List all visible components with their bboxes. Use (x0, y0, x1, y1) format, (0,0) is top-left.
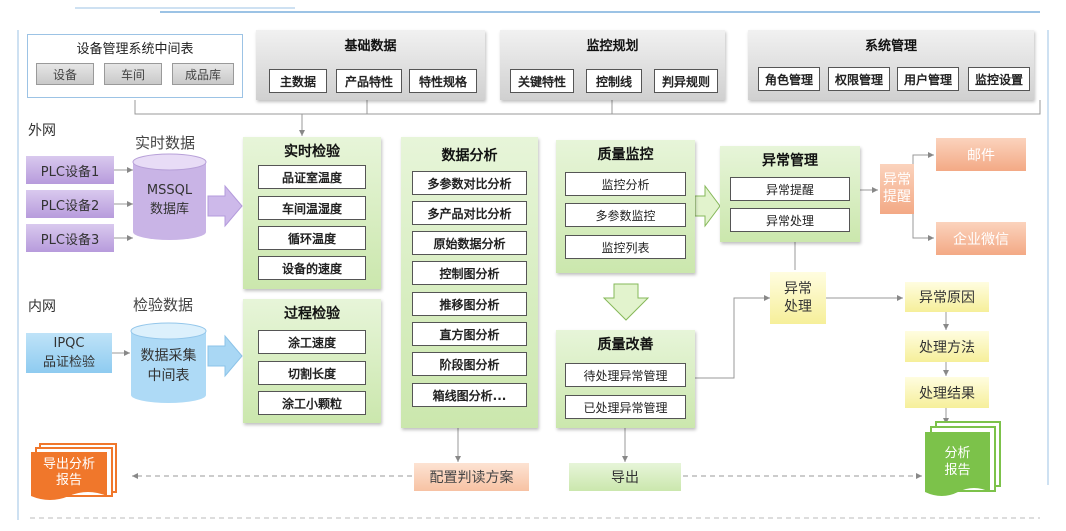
step-cause[interactable]: 异常原因 (905, 282, 989, 312)
process-item-coating-speed[interactable]: 涂工速度 (258, 330, 366, 354)
monitor-plan-panel: 监控规划 关键特性 控制线 判异规则 (500, 30, 725, 100)
monitor-item-list[interactable]: 监控列表 (565, 235, 686, 259)
analysis-item-histogram[interactable]: 直方图分析 (412, 322, 527, 346)
collect-cylinder-shape (130, 322, 207, 403)
collect-db-line2: 中间表 (147, 368, 190, 384)
basic-data-item-master[interactable]: 主数据 (269, 69, 327, 93)
collect-db-line1: 数据采集 (140, 348, 197, 364)
anomaly-item-handle[interactable]: 异常处理 (730, 208, 850, 232)
quality-improve-title: 质量改善 (597, 337, 654, 353)
analysis-item-control-chart[interactable]: 控制图分析 (412, 261, 527, 285)
ipqc-line1: IPQC (53, 336, 85, 351)
anomaly-handle-line1: 异常 (784, 281, 812, 297)
system-mgmt-item-users[interactable]: 用户管理 (897, 67, 959, 91)
realtime-inspection-panel: 实时检验 品证室温度 车间温湿度 循环温度 设备的速度 (243, 137, 381, 289)
process-item-particles[interactable]: 涂工小颗粒 (258, 391, 366, 415)
step-result[interactable]: 处理结果 (905, 377, 989, 408)
system-mgmt-item-permissions[interactable]: 权限管理 (828, 67, 890, 91)
monitor-item-analysis[interactable]: 监控分析 (565, 172, 686, 196)
realtime-item-workshop-humidity[interactable]: 车间温湿度 (258, 196, 366, 220)
middle-table-panel: 设备管理系统中间表 设备 车间 成品库 (27, 34, 243, 98)
analysis-item-multi-param[interactable]: 多参数对比分析 (412, 171, 527, 195)
improve-item-handled[interactable]: 已处理异常管理 (565, 395, 686, 419)
mssql-cylinder-shape (132, 153, 207, 240)
monitor-plan-item-rules[interactable]: 判异规则 (654, 69, 718, 93)
realtime-item-cycle-temp[interactable]: 循环温度 (258, 226, 366, 250)
alert-line1: 异常 (883, 172, 911, 188)
analysis-report-shape (925, 421, 1001, 496)
alert-line2: 提醒 (883, 189, 911, 205)
mssql-db[interactable]: MSSQL 数据库 (133, 178, 206, 222)
anomaly-item-alert[interactable]: 异常提醒 (730, 177, 850, 201)
analysis-item-stage-chart[interactable]: 阶段图分析 (412, 352, 527, 376)
basic-data-panel: 基础数据 主数据 产品特性 特性规格 (256, 30, 485, 100)
channel-wecom[interactable]: 企业微信 (936, 222, 1026, 255)
monitor-item-multi-param[interactable]: 多参数监控 (565, 203, 686, 227)
plc-device-1[interactable]: PLC设备1 (26, 156, 114, 184)
quality-monitor-panel: 质量监控 监控分析 多参数监控 监控列表 (556, 140, 695, 273)
anomaly-handle-box[interactable]: 异常 处理 (770, 272, 826, 324)
system-mgmt-item-monitor-settings[interactable]: 监控设置 (968, 67, 1030, 91)
middle-table-item-warehouse[interactable]: 成品库 (172, 63, 234, 85)
basic-data-item-product-feature[interactable]: 产品特性 (336, 69, 402, 93)
quality-improve-panel: 质量改善 待处理异常管理 已处理异常管理 (556, 330, 695, 428)
analysis-report-line2: 报告 (944, 463, 971, 478)
plc-device-3[interactable]: PLC设备3 (26, 224, 114, 252)
step-method[interactable]: 处理方法 (905, 331, 989, 362)
analysis-report-label[interactable]: 分析 报告 (925, 440, 990, 484)
monitor-plan-item-control-line[interactable]: 控制线 (586, 69, 642, 93)
middle-table-title: 设备管理系统中间表 (76, 41, 194, 57)
realtime-inspection-title: 实时检验 (284, 144, 340, 160)
system-mgmt-panel: 系统管理 角色管理 权限管理 用户管理 监控设置 (748, 30, 1034, 100)
export-button[interactable]: 导出 (569, 463, 681, 491)
anomaly-handle-line2: 处理 (784, 299, 812, 315)
inspection-data-label: 检验数据 (133, 296, 194, 314)
analysis-item-multi-product[interactable]: 多产品对比分析 (412, 201, 527, 225)
mssql-db-line2: 数据库 (149, 202, 189, 217)
export-report-line2: 报告 (55, 473, 82, 488)
export-report-shape (31, 443, 117, 500)
external-network-label: 外网 (28, 123, 56, 139)
system-mgmt-item-roles[interactable]: 角色管理 (758, 67, 820, 91)
improve-item-pending[interactable]: 待处理异常管理 (565, 363, 686, 387)
data-analysis-panel: 数据分析 多参数对比分析 多产品对比分析 原始数据分析 控制图分析 推移图分析 … (401, 137, 538, 428)
mssql-db-line1: MSSQL (146, 183, 193, 198)
monitor-plan-title: 监控规划 (586, 38, 639, 54)
process-inspection-panel: 过程检验 涂工速度 切割长度 涂工小颗粒 (243, 299, 381, 423)
analysis-item-boxplot[interactable]: 箱线图分析... (412, 383, 527, 407)
basic-data-title: 基础数据 (344, 38, 397, 54)
realtime-item-lab-temp[interactable]: 品证室温度 (258, 165, 366, 189)
ipqc-line2: 品证检验 (42, 355, 95, 370)
channel-email[interactable]: 邮件 (936, 138, 1026, 171)
middle-table-item-equipment[interactable]: 设备 (36, 63, 94, 85)
middle-table-item-workshop[interactable]: 车间 (104, 63, 162, 85)
data-analysis-title: 数据分析 (441, 148, 498, 164)
system-mgmt-title: 系统管理 (864, 38, 917, 54)
internal-network-label: 内网 (28, 299, 56, 315)
process-item-cut-length[interactable]: 切割长度 (258, 361, 366, 385)
analysis-item-trend-chart[interactable]: 推移图分析 (412, 292, 527, 316)
realtime-data-label: 实时数据 (135, 134, 196, 152)
analysis-item-raw-data[interactable]: 原始数据分析 (412, 231, 527, 255)
quality-monitor-title: 质量监控 (597, 147, 654, 163)
export-report-label[interactable]: 导出分析 报告 (31, 454, 107, 492)
analysis-report-line1: 分析 (944, 446, 971, 461)
alert-box[interactable]: 异常 提醒 (880, 164, 914, 214)
export-report-line1: 导出分析 (42, 457, 95, 472)
ipqc-box[interactable]: IPQC 品证检验 (26, 333, 112, 373)
anomaly-mgmt-title: 异常管理 (762, 153, 818, 169)
realtime-item-device-speed[interactable]: 设备的速度 (258, 256, 366, 280)
process-inspection-title: 过程检验 (284, 306, 340, 322)
basic-data-item-spec[interactable]: 特性规格 (409, 69, 477, 93)
anomaly-mgmt-panel: 异常管理 异常提醒 异常处理 (720, 146, 860, 242)
plc-device-2[interactable]: PLC设备2 (26, 190, 114, 218)
collect-db[interactable]: 数据采集 中间表 (131, 345, 206, 385)
monitor-plan-item-key-feature[interactable]: 关键特性 (510, 69, 574, 93)
config-scheme-button[interactable]: 配置判读方案 (414, 463, 529, 491)
